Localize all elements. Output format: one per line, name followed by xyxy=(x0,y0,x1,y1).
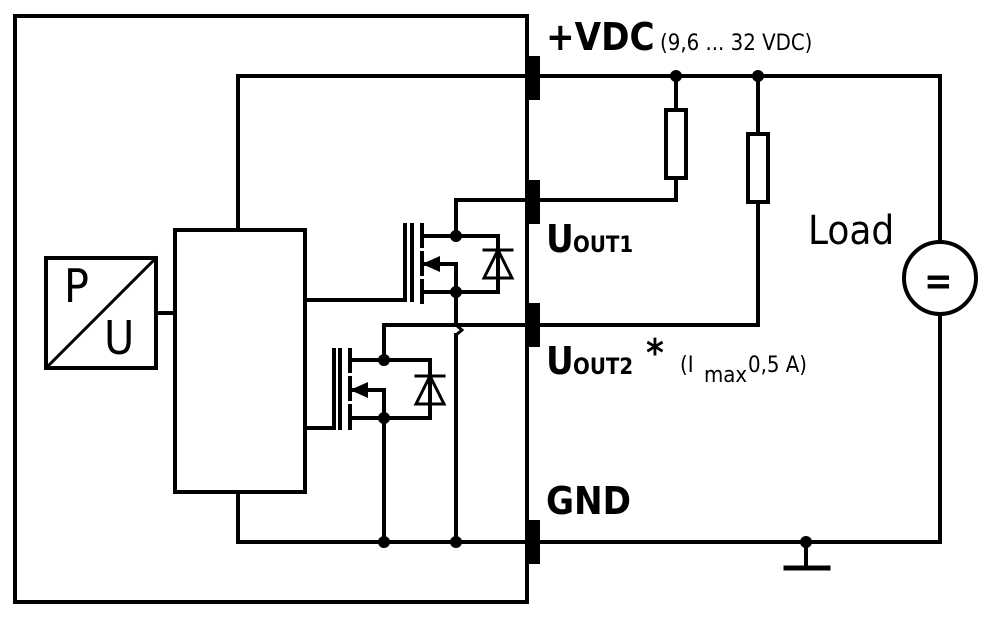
junction-dots xyxy=(378,70,812,548)
sensor-housing xyxy=(13,14,529,604)
out1-sub-label: OUT1 xyxy=(573,233,633,258)
junction-dot xyxy=(800,536,812,548)
junction-dot xyxy=(670,70,682,82)
mosfet-2-arrow xyxy=(350,382,368,398)
resistor-1-bottom-wire xyxy=(526,176,678,202)
load-symbol-label: = xyxy=(924,259,953,303)
out2-star: * xyxy=(646,331,664,375)
out2-note-sub: max xyxy=(704,363,747,388)
junction-dot xyxy=(450,286,462,298)
body-diode-2 xyxy=(413,372,447,406)
external-vdc-rail xyxy=(526,74,942,244)
mosfet-1-arrow xyxy=(422,256,440,272)
out2-note-rest: 0,5 A) xyxy=(748,353,807,378)
pin-out2 xyxy=(528,303,540,347)
out2-u-label: U xyxy=(546,339,574,383)
internal-gnd-rail xyxy=(236,490,530,544)
junction-dot xyxy=(378,412,390,424)
connector-pins xyxy=(528,56,540,564)
transducer-u-label: U xyxy=(104,311,134,365)
mosfet-2 xyxy=(338,348,432,544)
junction-dot xyxy=(450,230,462,242)
load-circle xyxy=(902,240,978,316)
pin-gnd xyxy=(528,520,540,564)
vdc-range-label: (9,6 ... 32 VDC) xyxy=(660,31,812,56)
vdc-label: +VDC xyxy=(546,15,655,59)
junction-dot xyxy=(450,536,462,548)
pullup-resistor-1 xyxy=(664,108,688,180)
junction-dot xyxy=(752,70,764,82)
gate2-line xyxy=(303,348,336,430)
out1-u-label: U xyxy=(546,217,574,261)
gate1-line xyxy=(303,223,407,302)
out2-sub-label: OUT2 xyxy=(573,355,633,380)
resistor-2-bottom-wire xyxy=(526,200,760,327)
load-label: Load xyxy=(808,208,894,254)
junction-dot xyxy=(378,536,390,548)
pressure-transducer-block xyxy=(43,255,159,371)
gnd-label: GND xyxy=(546,479,631,523)
electronics-block xyxy=(173,228,307,494)
out2-note-open: (I xyxy=(680,353,694,378)
external-gnd-rail xyxy=(526,312,942,544)
pin-out1 xyxy=(528,180,540,224)
junction-dot xyxy=(378,354,390,366)
pin-vdc xyxy=(528,56,540,100)
internal-vdc-rail xyxy=(236,74,530,232)
body-diode-1 xyxy=(481,246,515,280)
transducer-p-label: P xyxy=(64,259,89,313)
mosfet-2-drain-line xyxy=(382,323,530,352)
pullup-resistor-2 xyxy=(746,132,770,204)
